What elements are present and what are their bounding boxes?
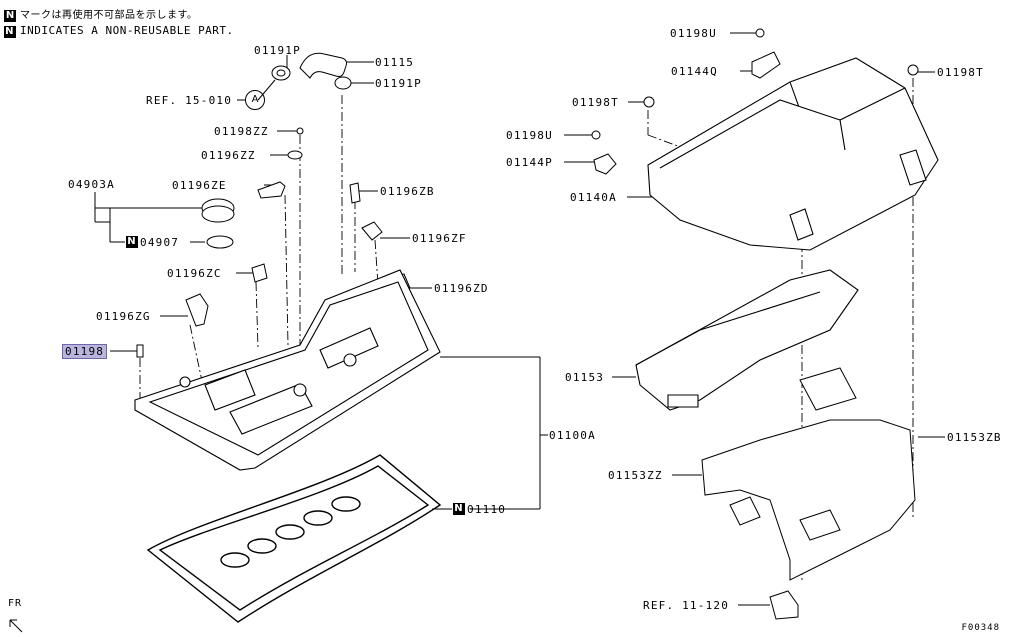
part-label-04903A[interactable]: 04903A: [68, 178, 115, 191]
non-reusable-marker: N: [4, 26, 16, 38]
non-reusable-marker: N: [453, 503, 465, 515]
part-label-01191P-top[interactable]: 01191P: [254, 44, 301, 57]
part-label-01115[interactable]: 01115: [375, 56, 415, 69]
part-label-01196ZB[interactable]: 01196ZB: [380, 185, 435, 198]
part-label-01198T-left[interactable]: 01198T: [572, 96, 619, 109]
part-label-01196ZE[interactable]: 01196ZE: [172, 179, 227, 192]
legend-jp-text: マークは再使用不可部品を示します。: [20, 10, 198, 21]
part-label-01153ZB[interactable]: 01153ZB: [947, 431, 1002, 444]
figure-code: F00348: [961, 623, 1000, 633]
part-label-01144P[interactable]: 01144P: [506, 156, 553, 169]
part-label-01196ZZ[interactable]: 01196ZZ: [201, 149, 256, 162]
part-label-01198U-top[interactable]: 01198U: [670, 27, 717, 40]
legend-en-text: INDICATES A NON-REUSABLE PART.: [20, 24, 234, 37]
part-label-01196ZD[interactable]: 01196ZD: [434, 282, 489, 295]
legend-line-jp: N マークは再使用不可部品を示します。: [4, 6, 198, 22]
part-number: 01110: [467, 503, 507, 516]
circle-a-marker: A: [245, 90, 265, 110]
non-reusable-marker: N: [126, 236, 138, 248]
legend-line-en: N INDICATES A NON-REUSABLE PART.: [4, 24, 234, 38]
non-reusable-marker: N: [4, 10, 16, 22]
part-label-01196ZF[interactable]: 01196ZF: [412, 232, 467, 245]
part-label-01153[interactable]: 01153: [565, 371, 605, 384]
ref-11-120[interactable]: REF. 11-120: [643, 599, 730, 612]
part-number: 04907: [140, 236, 180, 249]
part-label-01153ZZ[interactable]: 01153ZZ: [608, 469, 663, 482]
part-label-01196ZG[interactable]: 01196ZG: [96, 310, 151, 323]
ref-15-010[interactable]: REF. 15-010: [146, 94, 233, 107]
part-label-01191P-right[interactable]: 01191P: [375, 77, 422, 90]
part-label-01100A[interactable]: 01100A: [549, 429, 596, 442]
front-direction-label: FR: [8, 598, 23, 609]
part-label-01144Q[interactable]: 01144Q: [671, 65, 718, 78]
part-label-01198U-mid[interactable]: 01198U: [506, 129, 553, 142]
part-label-01198T-right[interactable]: 01198T: [937, 66, 984, 79]
part-label-01140A[interactable]: 01140A: [570, 191, 617, 204]
part-label-01198ZZ[interactable]: 01198ZZ: [214, 125, 269, 138]
part-label-01196ZC[interactable]: 01196ZC: [167, 267, 222, 280]
part-label-01198-highlighted[interactable]: 01198: [62, 344, 108, 359]
